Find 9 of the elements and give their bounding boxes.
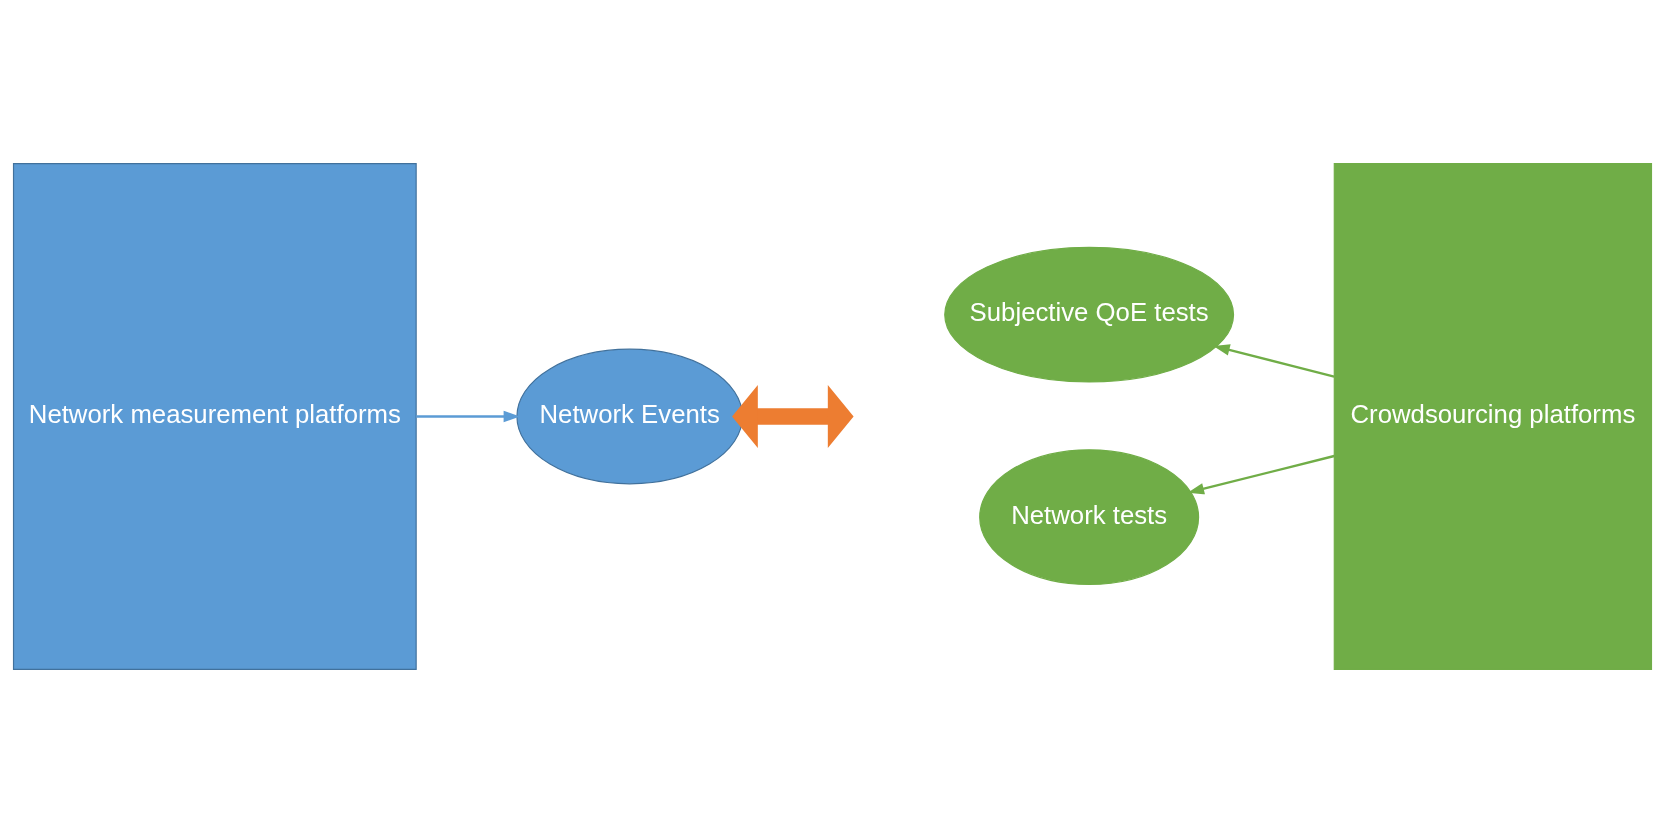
- node-ellipse: Subjective QoE tests: [944, 246, 1235, 383]
- arrow: [732, 384, 854, 448]
- node-ellipse: Network tests: [979, 448, 1200, 585]
- node-ellipse: Network Events: [516, 348, 743, 484]
- node-box: Network measurement platforms: [12, 162, 417, 670]
- arrow: [1213, 343, 1335, 378]
- arrow: [416, 410, 521, 422]
- arrow: [1187, 454, 1335, 494]
- node-box: Crowdsourcing platforms: [1333, 162, 1653, 670]
